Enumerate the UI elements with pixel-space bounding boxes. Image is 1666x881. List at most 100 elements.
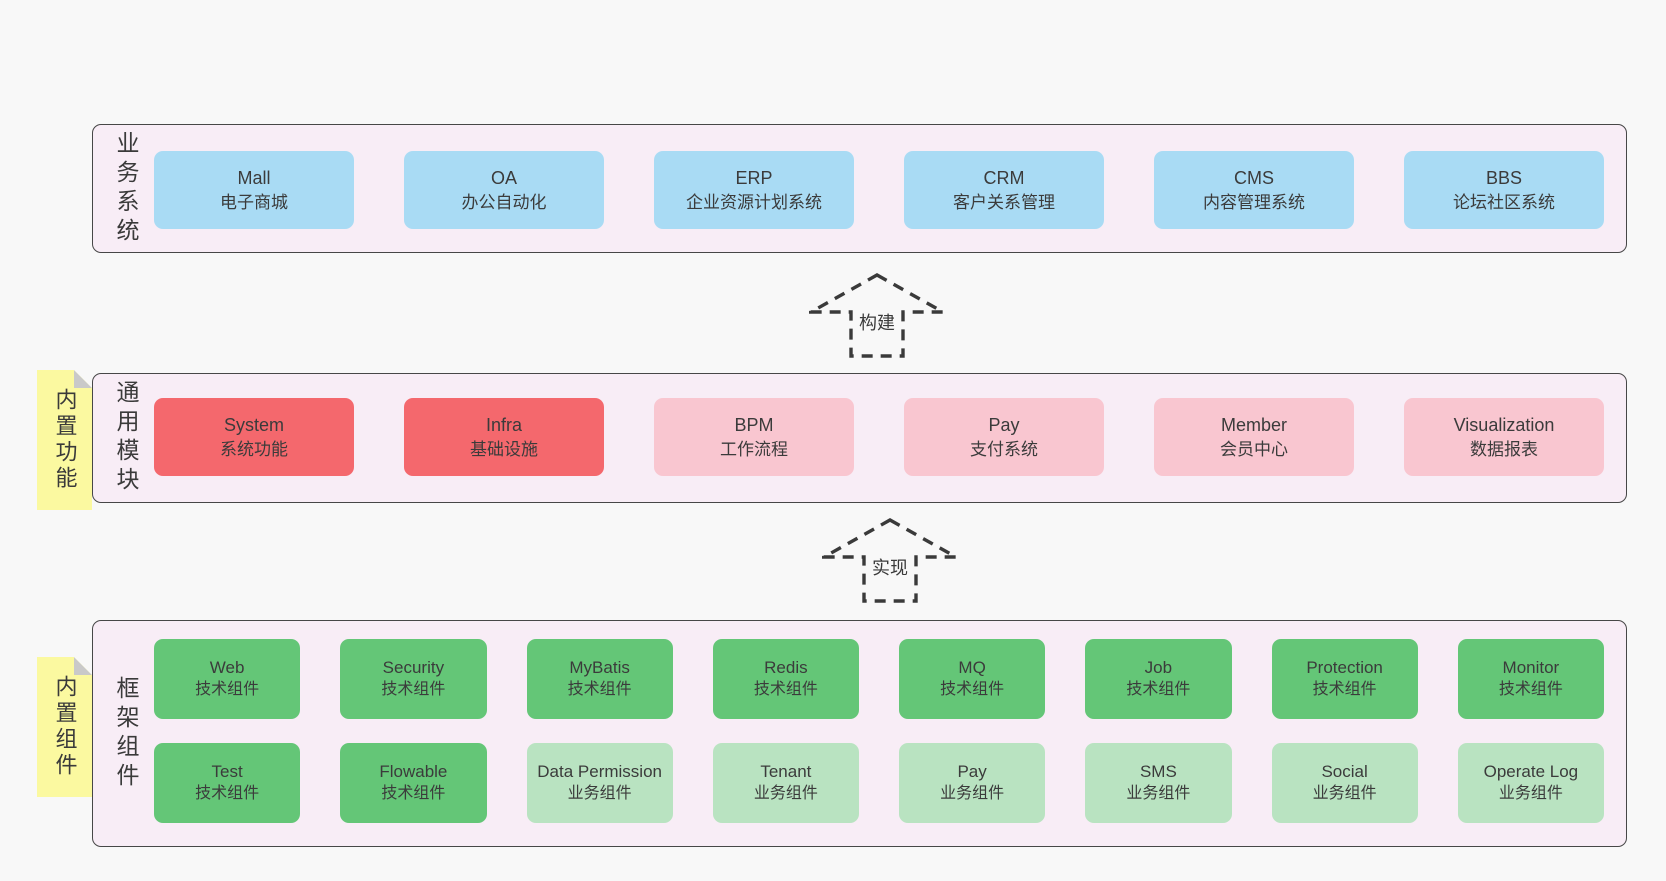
panel-business-systems-label: 业务系统 [113,130,139,247]
box-security: Security 技术组件 [340,639,487,719]
box-mybatis-name: MyBatis [569,658,630,678]
box-erp: ERP 企业资源计划系统 [654,151,854,229]
box-visualization: Visualization 数据报表 [1404,398,1604,476]
box-crm: CRM 客户关系管理 [904,151,1104,229]
box-social-name: Social [1321,762,1368,782]
box-pay-subtitle: 支付系统 [970,440,1038,460]
arrow-build-label: 构建 [856,309,898,335]
note-fold-icon [74,657,92,675]
box-pay-biz-subtitle: 业务组件 [940,785,1005,803]
box-system-subtitle: 系统功能 [220,440,288,460]
box-infra: Infra 基础设施 [404,398,604,476]
box-bbs-subtitle: 论坛社区系统 [1453,193,1555,213]
box-test-subtitle: 技术组件 [195,785,260,803]
box-mq-subtitle: 技术组件 [940,681,1005,699]
box-operate-log-subtitle: 业务组件 [1498,785,1563,803]
box-web-subtitle: 技术组件 [195,681,260,699]
box-web: Web 技术组件 [154,639,301,719]
note-builtin-components-text: 内置组件 [52,675,78,779]
box-pay-name: Pay [988,415,1020,436]
box-member-subtitle: 会员中心 [1220,440,1288,460]
panel-common-modules: 通用模块 System 系统功能 Infra 基础设施 BPM 工作流程 Pay… [92,373,1627,503]
box-security-subtitle: 技术组件 [381,681,446,699]
note-fold-icon [74,370,92,388]
box-cms-subtitle: 内容管理系统 [1203,193,1305,213]
note-builtin-features: 内置功能 [37,370,92,510]
box-bbs-name: BBS [1485,168,1523,189]
box-flowable: Flowable 技术组件 [340,743,487,823]
box-tenant-name: Tenant [760,762,812,782]
common-modules-row: System 系统功能 Infra 基础设施 BPM 工作流程 Pay 支付系统… [154,398,1604,476]
box-crm-subtitle: 客户关系管理 [953,193,1055,213]
box-job: Job 技术组件 [1085,639,1232,719]
box-mall: Mall 电子商城 [154,151,354,229]
box-test-name: Test [211,762,243,782]
box-visualization-subtitle: 数据报表 [1470,440,1538,460]
box-bpm-subtitle: 工作流程 [720,440,788,460]
box-mybatis: MyBatis 技术组件 [526,639,673,719]
box-bpm-name: BPM [734,415,774,436]
box-cms-name: CMS [1234,168,1274,189]
box-sms: SMS 业务组件 [1085,743,1232,823]
panel-common-modules-label: 通用模块 [113,380,139,496]
box-web-name: Web [209,658,245,678]
box-protection-subtitle: 技术组件 [1312,681,1377,699]
panel-business-systems: 业务系统 Mall 电子商城 OA 办公自动化 ERP 企业资源计划系统 CRM… [92,124,1627,253]
box-protection: Protection 技术组件 [1271,639,1418,719]
box-system-name: System [223,415,284,436]
box-sms-name: SMS [1139,762,1177,782]
box-protection-name: Protection [1306,658,1383,678]
box-data-permission: Data Permission 业务组件 [526,743,673,823]
box-pay: Pay 支付系统 [904,398,1104,476]
box-redis-subtitle: 技术组件 [753,681,818,699]
box-operate-log: Operate Log 业务组件 [1457,743,1604,823]
arrow-implement-shape [822,518,958,603]
arrow-implement: 实现 [822,517,958,605]
arrow-build: 构建 [809,272,945,360]
box-mall-name: Mall [237,168,271,189]
box-member-name: Member [1220,415,1287,436]
box-job-subtitle: 技术组件 [1126,681,1191,699]
box-monitor-name: Monitor [1502,658,1560,678]
box-flowable-subtitle: 技术组件 [381,785,446,803]
box-mall-subtitle: 电子商城 [220,193,288,213]
box-monitor-subtitle: 技术组件 [1498,681,1563,699]
box-test: Test 技术组件 [154,743,301,823]
arrow-build-shape [809,273,945,358]
box-crm-name: CRM [983,168,1025,189]
panel-framework-components: 框架组件 Web 技术组件 Security 技术组件 MyBatis 技术组件… [92,620,1627,847]
box-data-permission-subtitle: 业务组件 [567,785,632,803]
note-builtin-components: 内置组件 [37,657,92,797]
box-mybatis-subtitle: 技术组件 [567,681,632,699]
box-mq: MQ 技术组件 [899,639,1046,719]
box-bpm: BPM 工作流程 [654,398,854,476]
panel-framework-components-label: 框架组件 [113,675,139,792]
box-oa-name: OA [490,168,517,189]
box-oa: OA 办公自动化 [404,151,604,229]
box-bbs: BBS 论坛社区系统 [1404,151,1604,229]
arrow-implement-label: 实现 [869,554,911,580]
box-mq-name: MQ [958,658,986,678]
box-pay-biz: Pay 业务组件 [899,743,1046,823]
box-oa-subtitle: 办公自动化 [461,193,547,213]
box-erp-subtitle: 企业资源计划系统 [686,193,822,213]
box-social: Social 业务组件 [1271,743,1418,823]
box-flowable-name: Flowable [379,762,448,782]
box-operate-log-name: Operate Log [1483,762,1579,782]
box-redis-name: Redis [764,658,808,678]
box-pay-biz-name: Pay [957,762,987,782]
note-builtin-features-text: 内置功能 [52,388,78,492]
business-systems-row: Mall 电子商城 OA 办公自动化 ERP 企业资源计划系统 CRM 客户关系… [154,151,1604,229]
box-member: Member 会员中心 [1154,398,1354,476]
box-system: System 系统功能 [154,398,354,476]
framework-components-grid: Web 技术组件 Security 技术组件 MyBatis 技术组件 Redi… [154,639,1604,823]
box-job-name: Job [1144,658,1173,678]
box-tenant-subtitle: 业务组件 [753,785,818,803]
box-visualization-name: Visualization [1453,415,1555,436]
box-infra-name: Infra [485,415,523,436]
box-data-permission-name: Data Permission [537,762,662,782]
box-erp-name: ERP [735,168,773,189]
box-security-name: Security [382,658,445,678]
box-social-subtitle: 业务组件 [1312,785,1377,803]
